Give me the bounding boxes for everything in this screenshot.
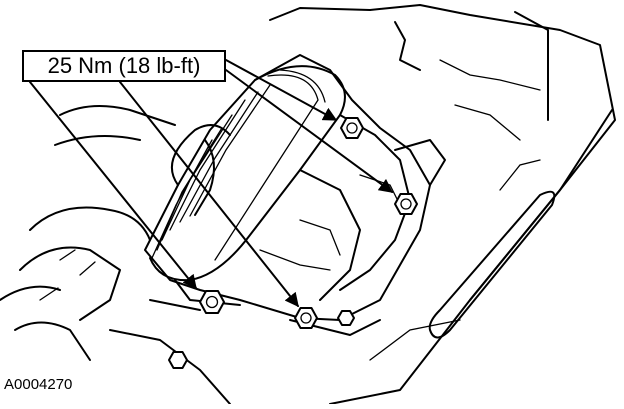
- hex-bolt-icon: [294, 307, 318, 329]
- engine-block: [269, 4, 616, 405]
- leader-arrow: [225, 59, 338, 121]
- hex-bolt-icon: [337, 310, 355, 326]
- hex-bolt-icon: [394, 193, 418, 215]
- figure-id-label: A0004270: [4, 376, 73, 393]
- hex-bolt-icon: [168, 351, 188, 369]
- hex-bolt-icon: [340, 117, 364, 139]
- leader-arrow: [119, 81, 299, 308]
- torque-callout: 25 Nm (18 lb-ft): [22, 50, 226, 82]
- hose-assembly: [0, 105, 231, 405]
- leader-arrow: [225, 69, 394, 193]
- leader-lines: [29, 59, 394, 308]
- hex-bolt-icon: [199, 290, 225, 314]
- leader-arrow: [29, 81, 197, 290]
